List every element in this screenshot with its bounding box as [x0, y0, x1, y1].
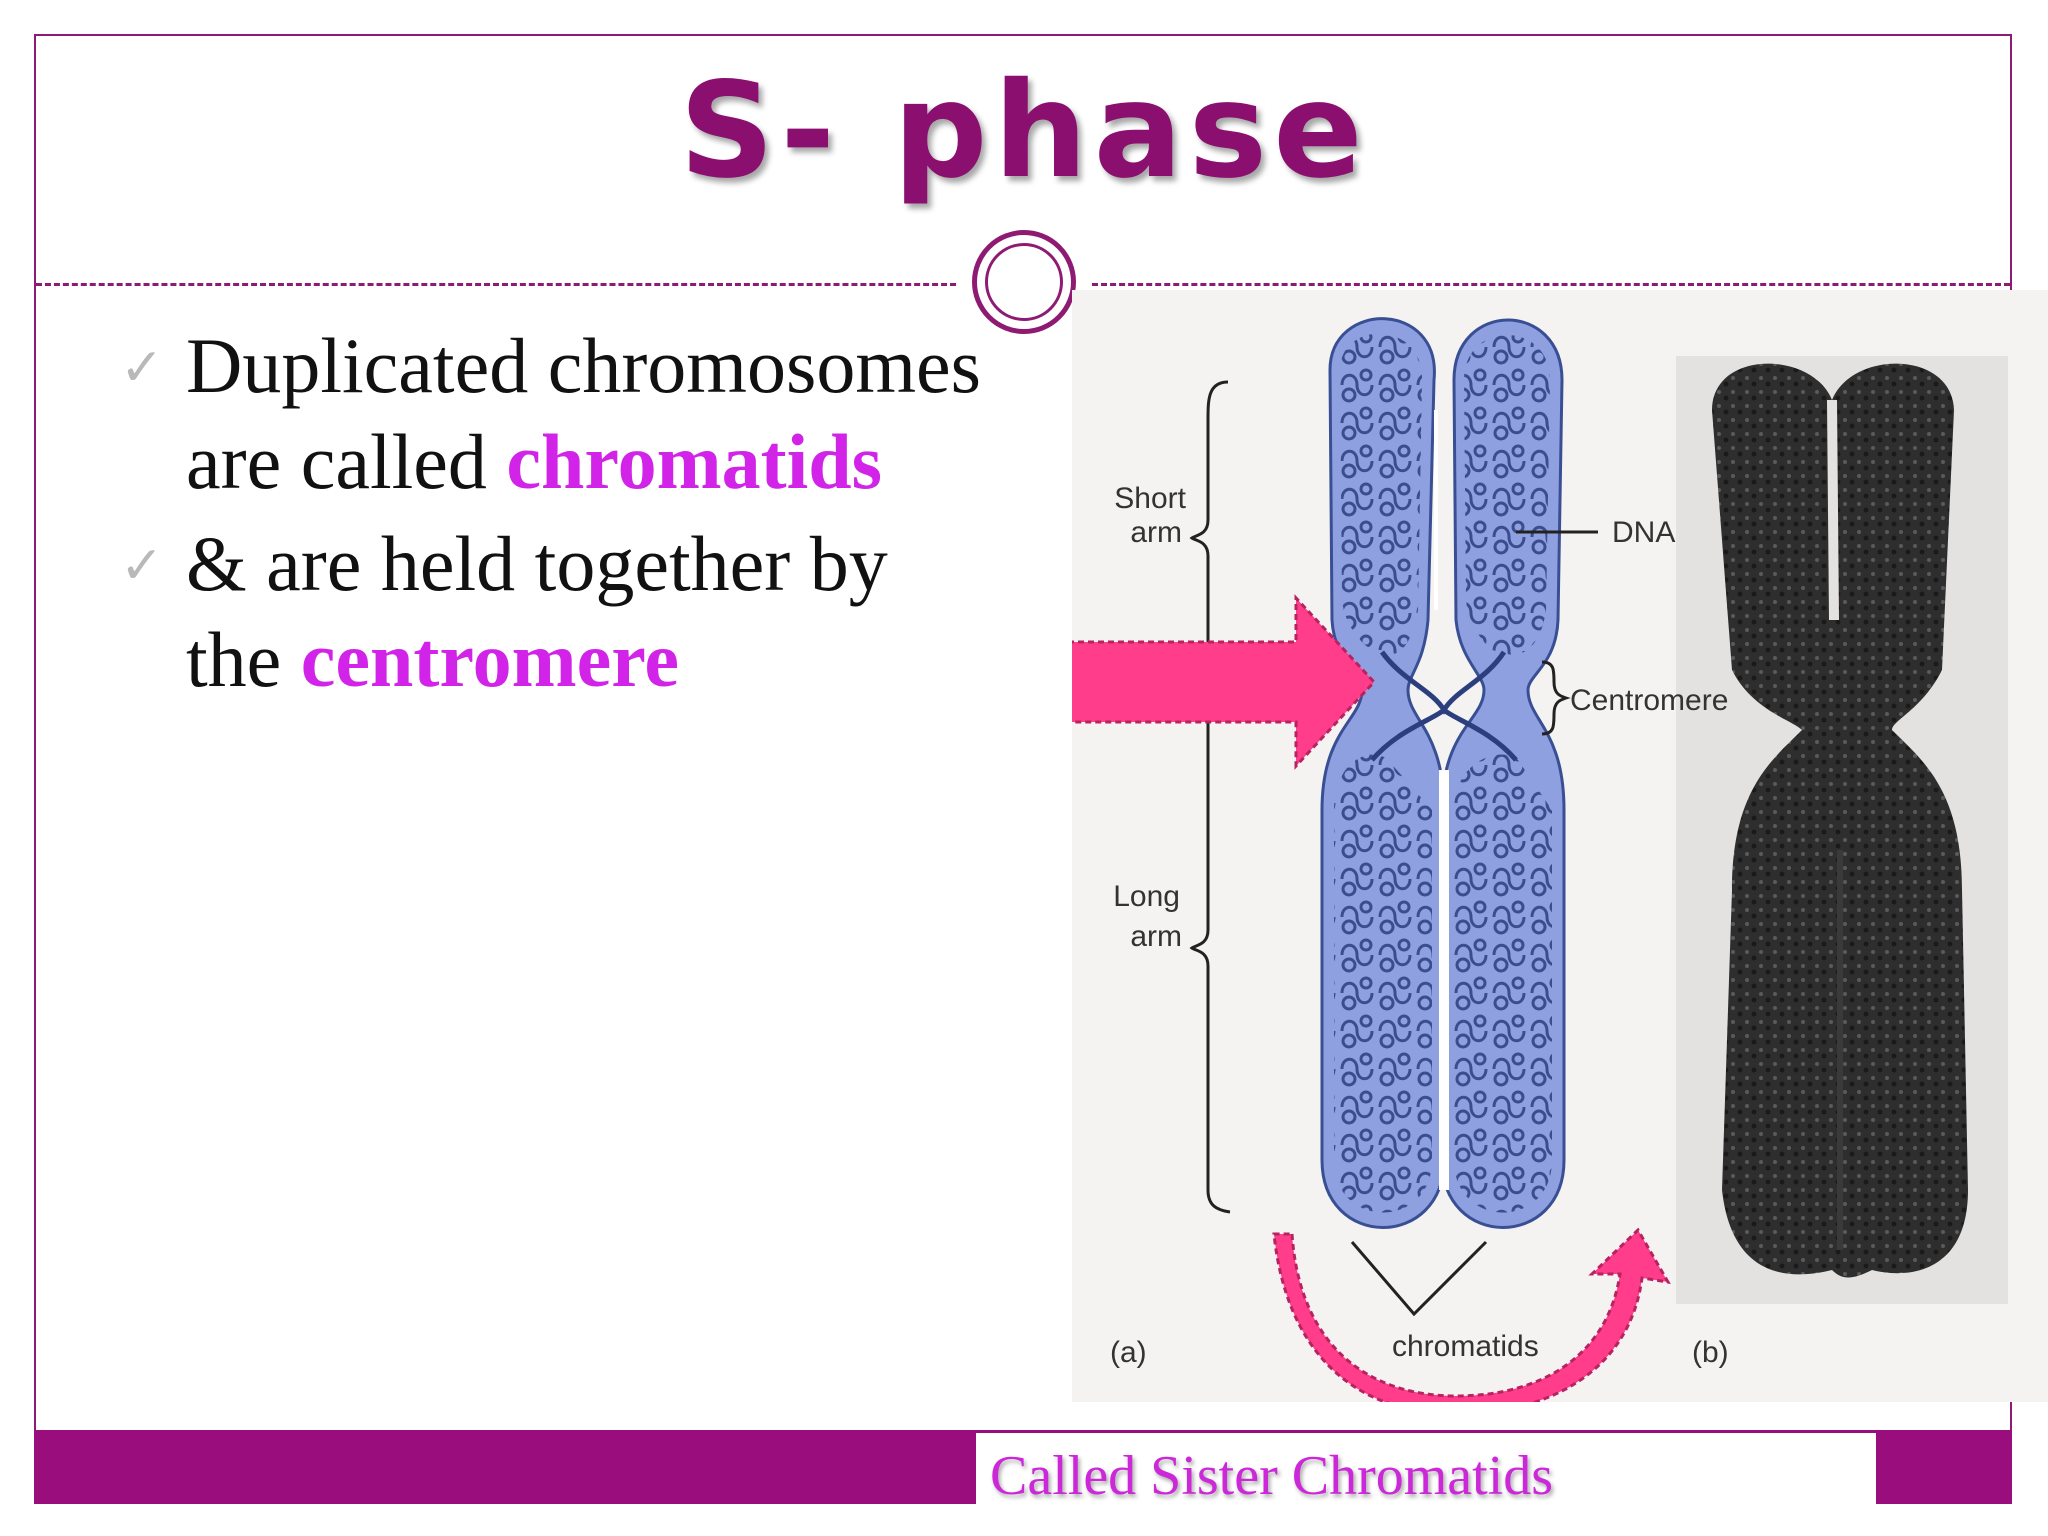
label-short-arm: arm [1130, 516, 1182, 549]
title-divider-left [36, 283, 956, 286]
short-arm-bracket [1189, 380, 1229, 880]
bullet-item: ✓ Duplicated chromosomes are called chro… [120, 318, 1080, 510]
long-arm-bracket [1189, 880, 1231, 1214]
slide-title: S- phase [679, 54, 1369, 208]
bullet-list: ✓ Duplicated chromosomes are called chro… [120, 318, 1080, 714]
centromere-bracket [1541, 660, 1571, 736]
checkmark-icon: ✓ [120, 536, 164, 596]
bullet-text: Duplicated chromosomes [186, 322, 981, 409]
bullet-item: ✓ & are held together by the centromere [120, 516, 1080, 708]
bullet-text: the [186, 616, 301, 703]
label-a: (a) [1110, 1336, 1147, 1369]
chromosome-micrograph [1712, 363, 1968, 1278]
label-short: Short [1114, 482, 1186, 515]
caption-text: Called Sister Chromatids [990, 1445, 1554, 1507]
caption-box [976, 1433, 1876, 1513]
checkmark-icon: ✓ [120, 338, 164, 398]
highlight-chromatids: chromatids [506, 418, 882, 505]
label-chromatids: chromatids [1392, 1330, 1539, 1363]
label-long-arm: arm [1130, 920, 1182, 953]
label-b: (b) [1692, 1336, 1729, 1369]
chromatids-pointer [1350, 1240, 1488, 1317]
chromosome-diagram [1320, 317, 1566, 1229]
centromere-arrow-icon [1072, 594, 1377, 770]
title-divider-right [1092, 283, 2010, 286]
label-dna: DNA [1612, 516, 1675, 549]
curved-arrow-icon [1272, 1227, 1671, 1402]
divider-ring-icon [972, 230, 1076, 334]
chromosome-figure: Short arm Long arm DNA Centromere (a) ch… [1072, 290, 2048, 1402]
label-centromere: Centromere [1570, 684, 1728, 717]
bullet-text: & are held together by [186, 520, 888, 607]
bullet-text: are called [186, 418, 507, 505]
label-long: Long [1113, 880, 1180, 913]
highlight-centromere: centromere [300, 616, 680, 703]
